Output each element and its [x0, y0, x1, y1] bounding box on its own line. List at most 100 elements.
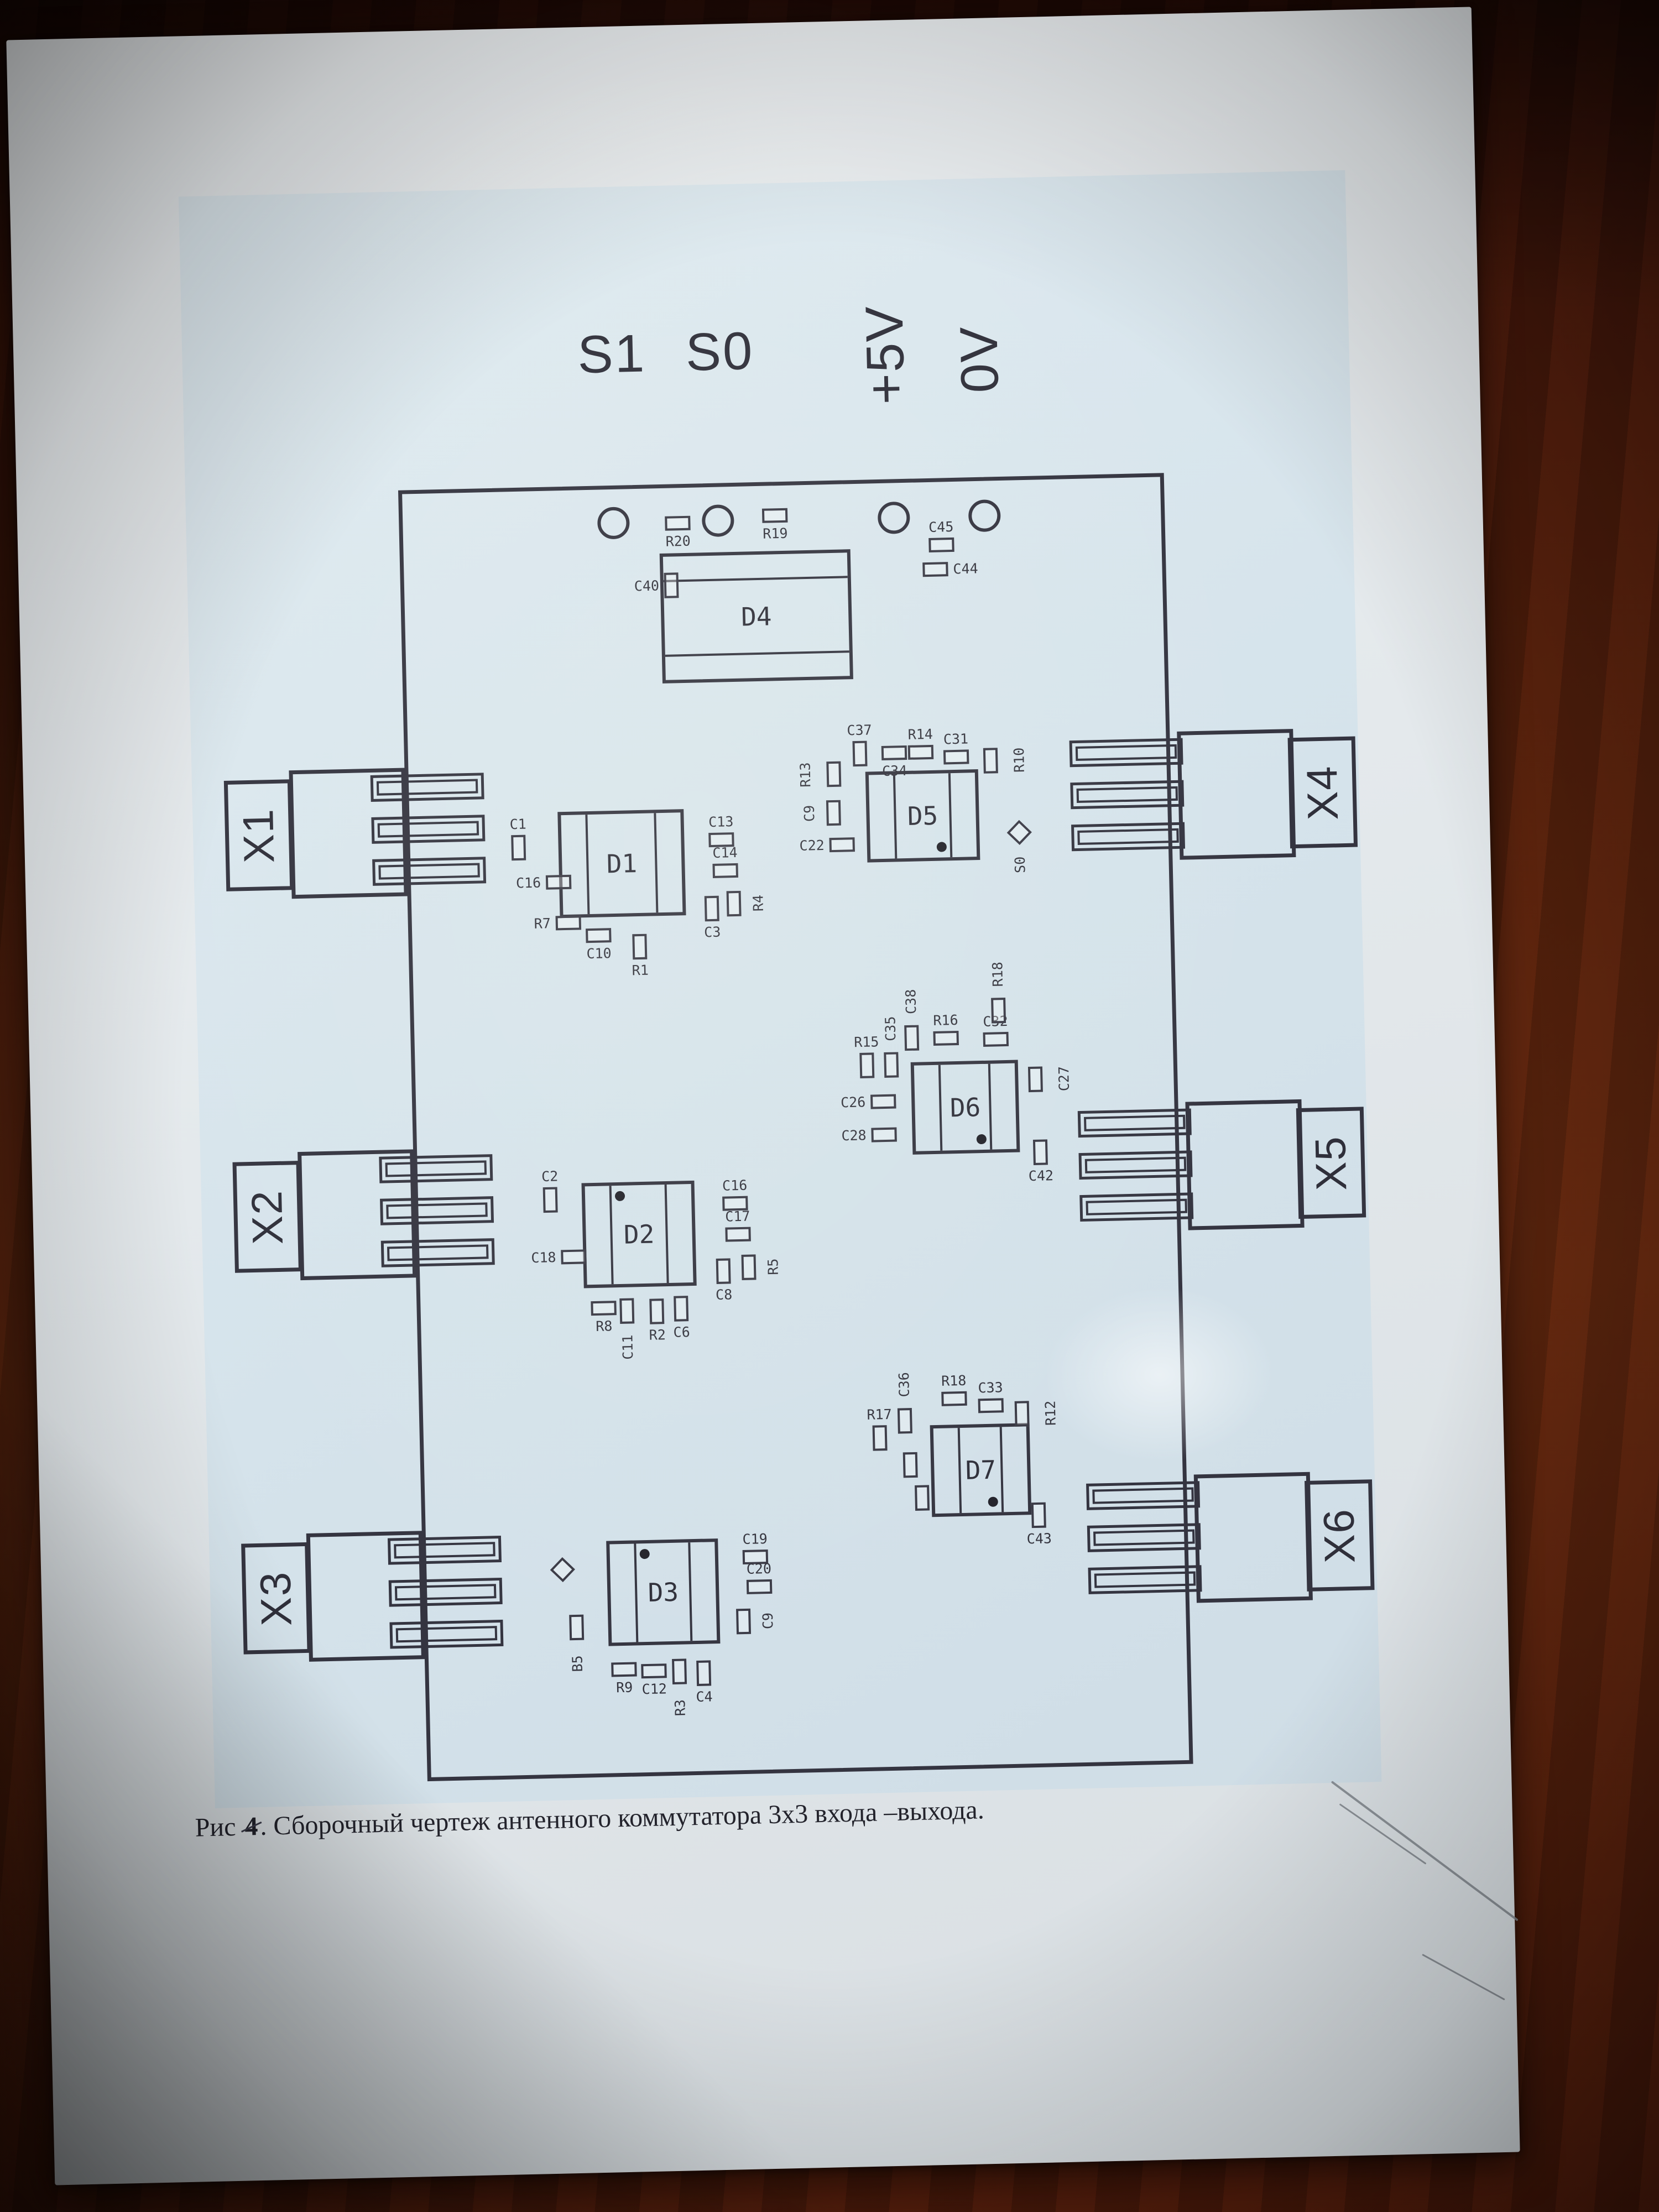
component-label: C9	[801, 805, 818, 822]
connector-pin	[1077, 1108, 1192, 1138]
component-body	[904, 1025, 920, 1051]
connector-X4: X4	[1069, 728, 1358, 863]
component-C20: C20	[746, 1561, 773, 1594]
component-body	[941, 1391, 967, 1406]
component-label: R2	[649, 1327, 666, 1343]
label-plus5v: +5V	[854, 304, 916, 405]
component-body	[586, 928, 612, 943]
component-C33: C33	[978, 1379, 1004, 1413]
connector-label: X4	[1297, 764, 1348, 821]
component-label: R7	[534, 915, 551, 932]
component-body	[852, 740, 868, 767]
component-body	[619, 1298, 635, 1324]
component-body	[741, 1254, 757, 1280]
ic-label: D4	[740, 601, 773, 632]
component-C34: C34	[881, 745, 907, 779]
component-body	[902, 1452, 918, 1478]
component-body	[1027, 1066, 1043, 1093]
connector-pin	[371, 815, 486, 844]
component-label: C3	[703, 924, 721, 941]
component-R8: R8	[591, 1301, 617, 1334]
component-label: R10	[1010, 747, 1027, 773]
component-label: R16	[933, 1011, 958, 1029]
connector-label: X5	[1306, 1135, 1356, 1191]
connector-label: X1	[233, 807, 284, 864]
component-body	[983, 748, 998, 774]
connector-pin	[1087, 1523, 1201, 1552]
component-C38: C38	[902, 989, 920, 1051]
component-pad	[550, 1557, 575, 1583]
component-body	[884, 1052, 899, 1078]
ic-D4: D4	[659, 549, 853, 684]
component-body	[632, 933, 648, 960]
component-C22: C22	[799, 837, 855, 854]
component-body	[674, 1296, 689, 1322]
component-body	[915, 1485, 930, 1511]
connector-pin	[380, 1238, 495, 1267]
connector-pin	[1086, 1481, 1201, 1510]
component-C17: C17	[725, 1208, 751, 1242]
connector-label: X6	[1314, 1507, 1364, 1564]
component-R12: R12	[1014, 1400, 1059, 1427]
component-label: C1	[509, 816, 527, 833]
component-body	[665, 515, 691, 531]
connector-X1: X1	[223, 766, 487, 900]
component-R10: R10	[983, 747, 1027, 774]
component-label: C22	[799, 837, 825, 854]
component-R16: R16	[933, 1012, 959, 1046]
component-S0: S0	[1006, 820, 1032, 873]
component-label: R3	[672, 1699, 688, 1717]
connector-label-box: X6	[1305, 1479, 1375, 1592]
component-C14: C14	[712, 844, 739, 878]
component-C9: C9	[801, 800, 841, 826]
component-C11: C11	[619, 1298, 636, 1360]
ic-D7: D7	[930, 1423, 1032, 1517]
component-body	[897, 1408, 912, 1434]
label-s1: S1	[577, 324, 647, 385]
component-label: R18	[941, 1372, 967, 1389]
connector-pin	[1071, 822, 1186, 852]
component-R3: R3	[672, 1658, 688, 1717]
component-label: C20	[746, 1560, 772, 1577]
label-s0: S0	[685, 321, 755, 382]
component-label: C10	[586, 945, 612, 962]
pencil-mark	[1422, 1954, 1505, 2001]
component-C18: C18	[531, 1249, 587, 1266]
component-body	[870, 1094, 896, 1109]
connector-pin	[1069, 738, 1183, 768]
component-body	[859, 1052, 875, 1079]
component-C12: C12	[641, 1663, 667, 1697]
component-C43: C43	[1026, 1502, 1052, 1547]
component-body	[542, 1187, 558, 1213]
component-C9: C9	[736, 1608, 776, 1635]
pencil-mark	[1339, 1803, 1427, 1865]
component-body	[716, 1258, 731, 1285]
component-C32: C32	[983, 1013, 1009, 1047]
component-C35: C35	[882, 1016, 899, 1078]
component-body	[704, 895, 719, 922]
component-body	[978, 1398, 1004, 1413]
connector-pin	[387, 1535, 502, 1565]
component-C6: C6	[673, 1296, 690, 1340]
component-label: C8	[715, 1286, 733, 1303]
component-body	[928, 537, 954, 552]
component-body	[641, 1663, 667, 1679]
connector-pin	[379, 1154, 493, 1183]
component-R19: R19	[761, 508, 788, 542]
component-body	[991, 998, 1006, 1024]
component-R4: R4	[726, 890, 766, 917]
component-label: C6	[673, 1324, 691, 1340]
component-label: C44	[953, 560, 978, 577]
component-R18: R18	[989, 962, 1006, 1024]
component-R9: R9	[611, 1662, 637, 1695]
ic-D3: D3	[606, 1538, 721, 1646]
component-label: R5	[765, 1258, 781, 1276]
component-label: R13	[797, 762, 814, 788]
component-label: C17	[725, 1208, 750, 1225]
component-label: C28	[841, 1127, 867, 1144]
signal-labels: S1 S0	[577, 321, 754, 385]
component-C44: C44	[922, 560, 978, 577]
component-C31: C31	[943, 731, 969, 765]
connector-pin	[370, 773, 484, 802]
component-C4: C4	[696, 1660, 713, 1705]
